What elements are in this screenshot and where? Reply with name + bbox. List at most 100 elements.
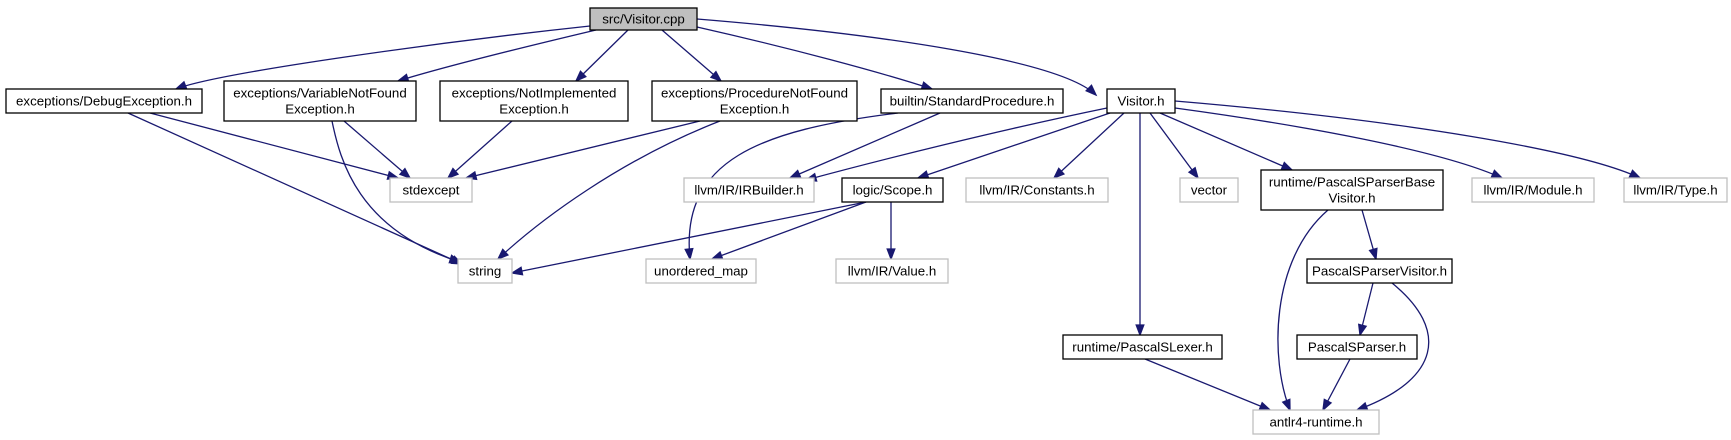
edge-line <box>175 25 591 90</box>
arrowhead-icon <box>710 250 724 260</box>
node-string: string <box>457 258 513 284</box>
node-box <box>1296 334 1418 360</box>
node-label: exceptions/DebugException.h <box>16 94 192 109</box>
node-scope[interactable]: logic/Scope.h <box>841 177 944 203</box>
node-label: unordered_map <box>654 264 748 279</box>
arrowhead-icon <box>1280 161 1294 171</box>
node-box <box>645 258 757 284</box>
node-label: logic/Scope.h <box>853 183 933 198</box>
node-box <box>651 80 858 122</box>
node-value: llvm/IR/Value.h <box>835 258 949 284</box>
node-box <box>1062 334 1223 360</box>
node-box <box>1623 177 1728 203</box>
edge-visitor_h-to-lexer <box>1135 113 1145 337</box>
edge-line <box>397 29 597 82</box>
node-label: Visitor.h <box>1328 191 1375 206</box>
node-label: vector <box>1191 183 1228 198</box>
arrowhead-icon <box>1052 167 1066 180</box>
arrowhead-icon <box>1368 247 1378 261</box>
node-label: llvm/IR/Module.h <box>1483 183 1582 198</box>
node-box <box>439 80 629 122</box>
edge-visitor_h-to-scope <box>916 112 1111 180</box>
edge-procedure_not_found-to-string <box>496 120 721 261</box>
arrowhead-icon <box>1355 401 1369 411</box>
node-label: runtime/PascalSLexer.h <box>1072 340 1212 355</box>
arrowhead-icon <box>174 80 188 90</box>
arrowhead-icon <box>1281 398 1291 412</box>
node-box <box>880 88 1064 114</box>
edge-line <box>917 112 1111 179</box>
edge-line <box>1159 112 1293 171</box>
edge-visitor_cpp-to-visitor_h <box>696 18 1098 97</box>
edge-line <box>465 120 701 179</box>
node-box <box>1252 409 1380 435</box>
node-box <box>1179 177 1239 203</box>
node-label: src/Visitor.cpp <box>602 12 685 27</box>
arrowhead-icon <box>1085 84 1098 97</box>
node-label: llvm/IR/Value.h <box>848 264 936 279</box>
arrowhead-icon <box>446 167 460 180</box>
edge-line <box>1053 112 1125 179</box>
edge-line <box>805 107 1108 181</box>
node-box <box>1106 88 1176 114</box>
node-label: Visitor.h <box>1117 94 1164 109</box>
arrowhead-icon <box>684 247 694 261</box>
edge-line <box>789 112 941 179</box>
node-box <box>1260 169 1444 211</box>
arrowhead-icon <box>1357 323 1368 337</box>
arrowhead-icon <box>1628 169 1642 179</box>
node-box <box>223 80 417 122</box>
node-label: llvm/IR/Type.h <box>1633 183 1717 198</box>
edge-line <box>661 29 722 82</box>
edge-not_implemented-to-stdexcept <box>446 120 513 180</box>
edge-scope-to-string <box>510 201 867 276</box>
edge-line <box>1144 358 1271 411</box>
edge-visitor_cpp-to-standard_procedure <box>696 26 934 91</box>
node-stdexcept: stdexcept <box>389 177 473 203</box>
edge-line <box>497 120 721 260</box>
arrowhead-icon <box>574 70 587 83</box>
node-parser-visitor[interactable]: PascalSParserVisitor.h <box>1306 258 1453 284</box>
node-label: Exception.h <box>720 102 789 117</box>
edge-procedure_not_found-to-stdexcept <box>464 120 701 181</box>
node-visitor-cpp[interactable]: src/Visitor.cpp <box>589 7 698 31</box>
edge-line <box>1356 282 1430 411</box>
node-type: llvm/IR/Type.h <box>1623 177 1728 203</box>
edge-line <box>149 112 399 179</box>
node-parser[interactable]: PascalSParser.h <box>1296 334 1418 360</box>
edge-line <box>1174 107 1503 179</box>
node-box <box>1471 177 1595 203</box>
edge-debug_exception-to-stdexcept <box>149 112 400 180</box>
node-lexer[interactable]: runtime/PascalSLexer.h <box>1062 334 1223 360</box>
edge-visitor_h-to-base_visitor <box>1159 112 1294 171</box>
edge-standard_procedure-to-irbuilder <box>788 112 941 179</box>
edge-visitor_cpp-to-variable_not_found <box>396 29 597 83</box>
edge-visitor_h-to-type <box>1174 100 1642 179</box>
node-box <box>589 7 698 31</box>
edge-parser_visitor-to-parser <box>1357 282 1374 337</box>
edge-line <box>696 26 933 90</box>
node-box <box>965 177 1109 203</box>
edge-visitor_cpp-to-procedure_not_found <box>661 29 723 83</box>
node-debug-exception[interactable]: exceptions/DebugException.h <box>5 88 203 114</box>
node-label: exceptions/VariableNotFound <box>233 86 406 101</box>
node-label: llvm/IR/Constants.h <box>979 183 1094 198</box>
edge-line <box>711 201 867 260</box>
arrowhead-icon <box>886 248 896 261</box>
edges-layer <box>127 18 1642 412</box>
edge-line <box>127 112 463 265</box>
node-label: builtin/StandardProcedure.h <box>890 94 1055 109</box>
edge-parser-to-antlr <box>1322 358 1351 412</box>
node-box <box>841 177 944 203</box>
edge-line <box>1149 112 1199 179</box>
node-label: runtime/PascalSParserBase <box>1269 175 1435 190</box>
node-standard-procedure[interactable]: builtin/StandardProcedure.h <box>880 88 1064 114</box>
arrowhead-icon <box>1258 401 1272 411</box>
node-visitor-h[interactable]: Visitor.h <box>1106 88 1176 114</box>
arrowhead-icon <box>1490 169 1504 179</box>
